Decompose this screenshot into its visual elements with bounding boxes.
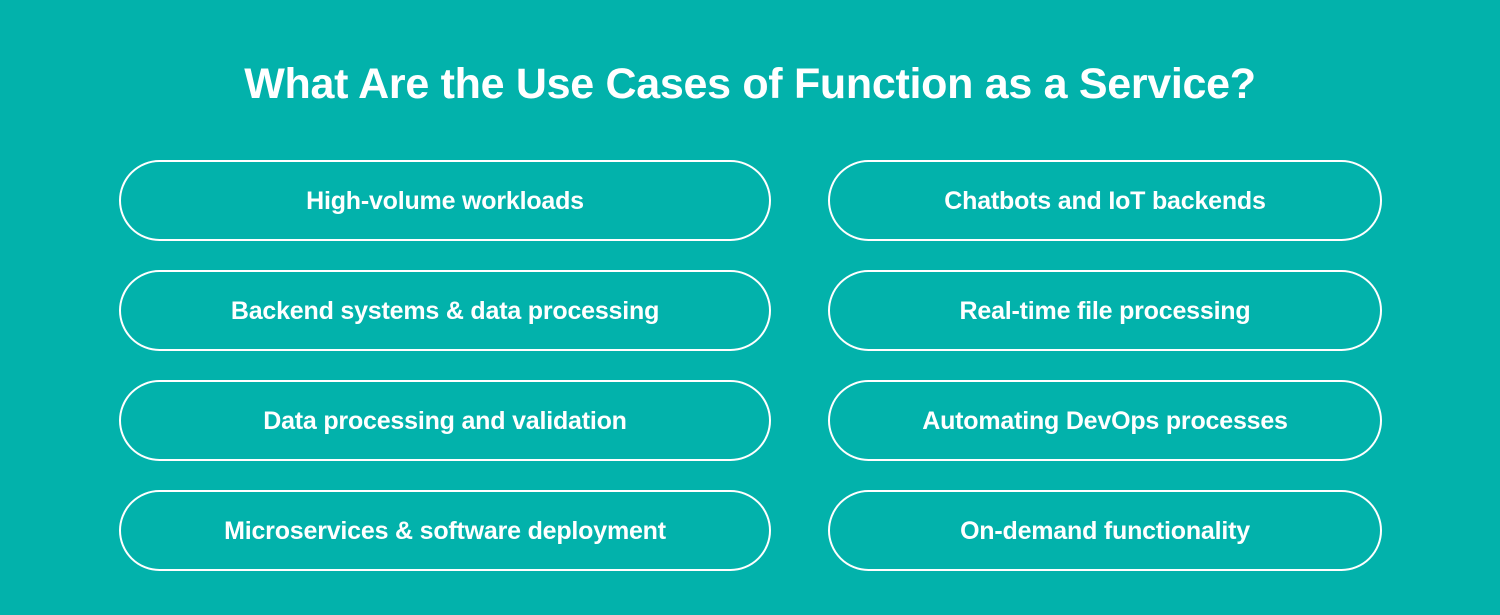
use-case-label: Automating DevOps processes — [922, 406, 1288, 435]
use-case-pill-automating-devops-processes[interactable]: Automating DevOps processes — [828, 380, 1382, 461]
use-case-pill-chatbots-and-iot-backends[interactable]: Chatbots and IoT backends — [828, 160, 1382, 241]
use-case-label: Microservices & software deployment — [224, 516, 666, 545]
use-case-pill-real-time-file-processing[interactable]: Real-time file processing — [828, 270, 1382, 351]
use-case-label: High-volume workloads — [306, 186, 584, 215]
use-case-column-left: High-volume workloads Backend systems & … — [119, 160, 771, 571]
use-case-grid: High-volume workloads Backend systems & … — [119, 160, 1382, 571]
use-case-pill-microservices-software-deployment[interactable]: Microservices & software deployment — [119, 490, 771, 571]
use-case-label: Real-time file processing — [959, 296, 1251, 325]
use-case-column-right: Chatbots and IoT backends Real-time file… — [828, 160, 1382, 571]
use-case-pill-backend-systems-data-processing[interactable]: Backend systems & data processing — [119, 270, 771, 351]
use-case-label: Backend systems & data processing — [230, 296, 660, 325]
use-case-pill-high-volume-workloads[interactable]: High-volume workloads — [119, 160, 771, 241]
page-title: What Are the Use Cases of Function as a … — [244, 60, 1256, 108]
use-case-pill-on-demand-functionality[interactable]: On-demand functionality — [828, 490, 1382, 571]
use-case-pill-data-processing-and-validation[interactable]: Data processing and validation — [119, 380, 771, 461]
use-case-label: Chatbots and IoT backends — [944, 186, 1266, 215]
use-case-label: On-demand functionality — [960, 516, 1250, 545]
use-case-label: Data processing and validation — [263, 406, 627, 435]
